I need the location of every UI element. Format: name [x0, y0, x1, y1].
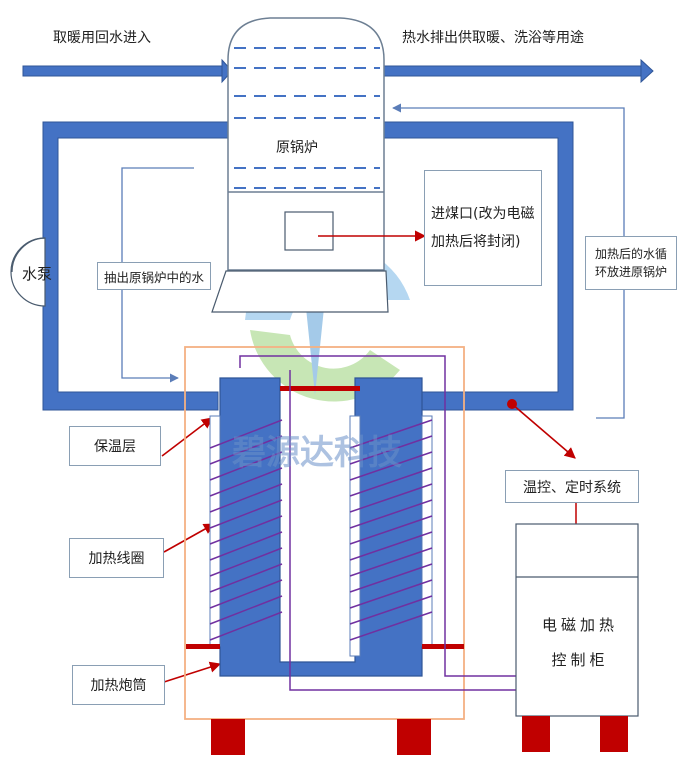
insulation-frame — [184, 346, 465, 720]
extract-water-label: 抽出原锅炉中的水 — [97, 262, 211, 290]
control-cabinet-label: 电磁加热控制柜 — [541, 616, 618, 669]
water-pump — [10, 237, 46, 307]
heating-barrel — [186, 377, 464, 677]
barrel-feet — [211, 719, 431, 755]
temp-timer-system-label: 温控、定时系统 — [505, 470, 639, 503]
top-pipe — [22, 58, 654, 84]
red-arrows — [161, 230, 576, 683]
heating-coil-label: 加热线圈 — [69, 538, 164, 578]
pump-label: 水泵 — [22, 265, 53, 283]
heated-water-return-label: 加热后的水循环放进原锅炉 — [585, 236, 677, 290]
heating-coil-lines — [209, 419, 433, 641]
hot-water-out-label: 热水排出供取暖、洗浴等用途 — [402, 30, 584, 46]
return-water-label: 取暖用回水进入 — [53, 30, 151, 46]
control-cabinet — [515, 503, 639, 752]
insulation-layer-label: 保温层 — [69, 426, 161, 466]
watermark-text: 碧源达科技 — [232, 433, 402, 473]
heating-barrel-label: 加热炮筒 — [72, 665, 165, 705]
coil-wires — [239, 355, 516, 691]
original-boiler — [211, 17, 389, 313]
original-boiler-label: 原锅炉 — [276, 140, 318, 156]
coal-inlet-label: 进煤口(改为电磁加热后将封闭) — [424, 170, 542, 286]
